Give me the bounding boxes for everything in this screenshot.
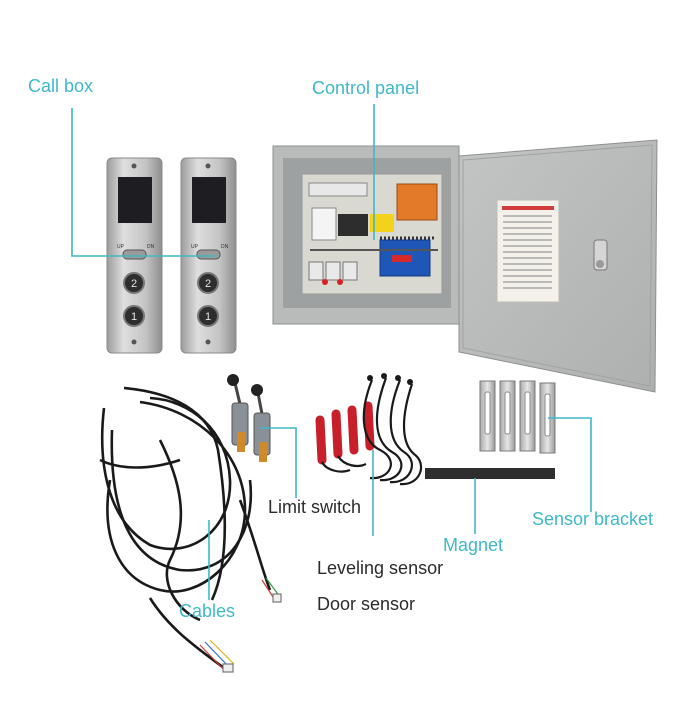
call-box-display: [118, 177, 152, 223]
svg-text:1: 1: [205, 311, 211, 323]
label-magnet: Magnet: [443, 535, 504, 555]
label-cables: Cables: [179, 601, 236, 621]
call-button-1[interactable]: 1: [123, 305, 145, 327]
call-box-display: [192, 177, 226, 223]
label-door-sensor: Door sensor: [317, 594, 416, 614]
cable-wire-ends: [199, 577, 282, 673]
svg-text:2: 2: [131, 278, 137, 290]
label-call-box: Call box: [28, 76, 94, 96]
door-lock-icon[interactable]: [593, 239, 608, 271]
callout-sensor-bracket: [548, 417, 592, 512]
label-control-panel: Control panel: [312, 78, 420, 98]
call-box-up-text: UP: [117, 244, 125, 250]
magnet-strip-icon: [425, 468, 555, 479]
call-button-2[interactable]: 2: [123, 272, 145, 294]
call-box-down-text: DN: [221, 244, 229, 250]
label-limit-switch: Limit switch: [268, 497, 362, 517]
label-sensor-bracket: Sensor bracket: [532, 509, 654, 529]
callout-limit-switch: [260, 427, 297, 498]
call-button-1[interactable]: 1: [197, 305, 219, 327]
leveling-sensor-icon: [315, 373, 423, 486]
call-button-2[interactable]: 2: [197, 272, 219, 294]
callout-call-box: [71, 108, 215, 257]
control-panel: [272, 139, 658, 393]
sensor-bracket-icon: [479, 380, 556, 454]
callout-lines: [71, 104, 592, 600]
wiring-diagram-sheet: [496, 199, 560, 303]
call-box-up-text: UP: [191, 244, 199, 250]
call-box-right: UP DN 2 1: [180, 157, 237, 354]
call-box-down-text: DN: [147, 244, 155, 250]
svg-text:2: 2: [205, 278, 211, 290]
label-leveling-sensor: Leveling sensor: [317, 558, 444, 578]
svg-text:1: 1: [131, 311, 137, 323]
cables: [99, 386, 272, 670]
limit-switch-icon: [227, 374, 271, 462]
